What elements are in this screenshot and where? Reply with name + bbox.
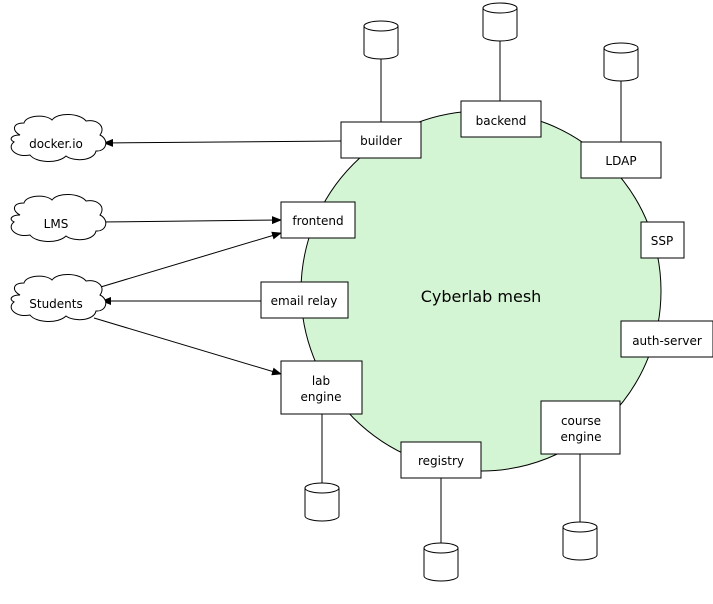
registry-node: registry: [400, 441, 482, 479]
svg-text:frontend: frontend: [292, 214, 343, 228]
course-engine-node: course engine: [540, 400, 621, 455]
svg-text:auth-server: auth-server: [632, 334, 702, 348]
lms-to-frontend-arrow: [99, 216, 282, 225]
builder-to-docker-arrow: [103, 138, 342, 147]
svg-text:engine: engine: [301, 390, 342, 404]
svg-text:lab: lab: [312, 374, 330, 388]
students-to-frontend-arrow: [93, 231, 282, 290]
svg-text:registry: registry: [418, 454, 464, 468]
auth-server-node: auth-server: [620, 320, 713, 358]
builder-db-icon: [363, 20, 399, 60]
students-cloud: Students: [10, 274, 107, 322]
svg-text:Students: Students: [29, 297, 83, 311]
builder-node: builder: [340, 121, 422, 159]
backend-node: backend: [460, 100, 542, 138]
lms-cloud: LMS: [10, 194, 107, 242]
docker-cloud: docker.io: [10, 114, 107, 162]
students-to-lab-engine-arrow: [93, 317, 282, 376]
registry-db-icon: [423, 542, 459, 582]
mesh-label: Cyberlab mesh: [421, 287, 542, 306]
svg-text:course: course: [561, 414, 601, 428]
frontend-node: frontend: [280, 201, 356, 239]
lab-engine-db-icon: [304, 482, 340, 522]
ldap-db-icon: [603, 42, 639, 82]
svg-text:LMS: LMS: [44, 217, 69, 231]
svg-text:docker.io: docker.io: [29, 137, 83, 151]
ssp-node: SSP: [640, 221, 685, 259]
svg-text:email relay: email relay: [271, 294, 338, 308]
svg-text:SSP: SSP: [651, 234, 673, 248]
backend-db-icon: [482, 2, 518, 42]
lab-engine-node: lab engine: [280, 360, 363, 415]
svg-text:engine: engine: [561, 430, 602, 444]
svg-text:LDAP: LDAP: [605, 154, 636, 168]
svg-text:backend: backend: [476, 114, 527, 128]
course-engine-db-icon: [562, 521, 598, 561]
email-relay-node: email relay: [260, 281, 349, 319]
svg-text:builder: builder: [360, 134, 402, 148]
ldap-node: LDAP: [580, 141, 662, 179]
